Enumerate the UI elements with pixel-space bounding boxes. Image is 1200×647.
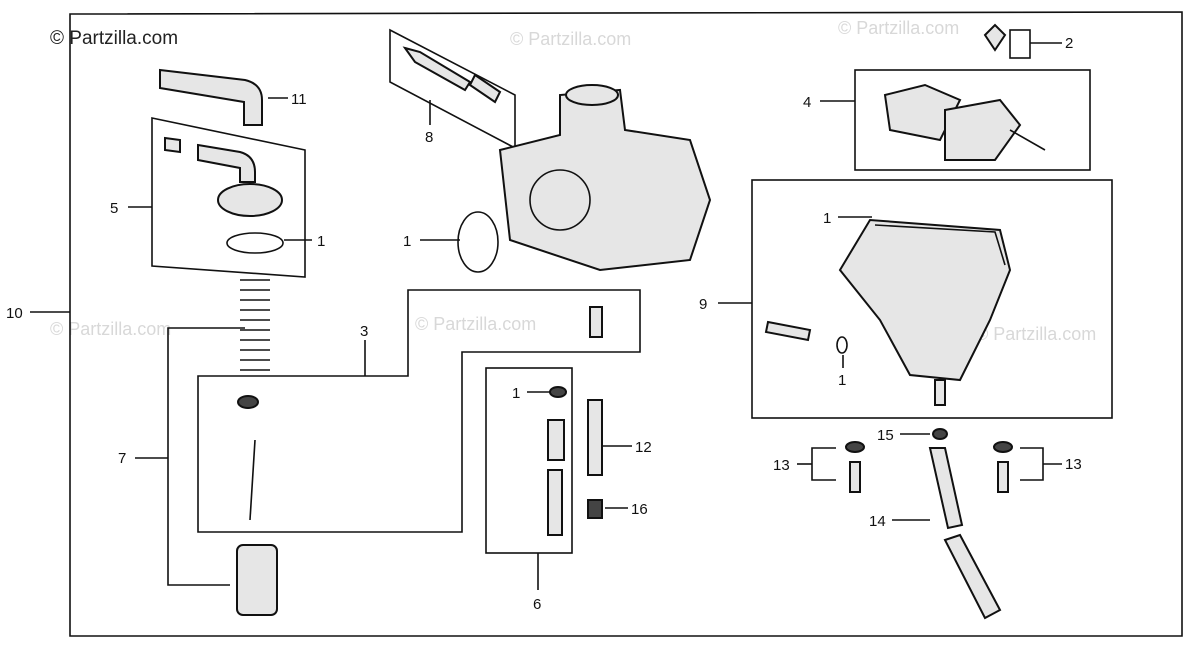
callout-13: 13 [773, 457, 790, 474]
watermark: © Partzilla.com [838, 18, 959, 38]
group-bracket-13-left [811, 447, 836, 481]
callout-16: 16 [631, 501, 648, 518]
group-box-6 [485, 367, 573, 554]
watermark-main: © Partzilla.com [50, 28, 178, 49]
callout-1: 1 [317, 233, 325, 250]
part-14-hose-lower [943, 533, 1002, 620]
part-4-float-right [944, 98, 1022, 161]
part-1-chamber-oring [836, 336, 848, 354]
group-bracket-7 [167, 327, 245, 586]
part-13-washer [993, 441, 1013, 453]
callout-5: 5 [110, 200, 118, 217]
carb-intake [565, 84, 619, 106]
callout-6: 6 [533, 596, 541, 613]
part-drain-tube [934, 379, 946, 406]
callout-3: 3 [360, 323, 368, 340]
part-13-screw [849, 461, 861, 493]
part-1-oring [226, 232, 284, 254]
part-1-small-oring [549, 386, 567, 398]
watermark: © Partzilla.com [50, 319, 171, 339]
callout-9: 9 [699, 296, 707, 313]
group-bracket-13-right [1020, 447, 1044, 481]
part-1-gasket [457, 211, 499, 273]
group-box-4 [854, 69, 1091, 171]
assembly-frame [69, 11, 1183, 637]
callout-4: 4 [803, 94, 811, 111]
part-spring-jet [547, 419, 565, 461]
part-needle [249, 439, 256, 521]
carb-flange [529, 169, 591, 231]
part-5-cap [217, 183, 283, 217]
watermark: © Partzilla.com [415, 314, 536, 334]
group-box-3 [197, 289, 641, 533]
carburetor-body [498, 88, 712, 272]
part-5-fitting [164, 136, 256, 183]
callout-12: 12 [635, 439, 652, 456]
part-clip [237, 395, 259, 409]
part-14-hose-upper [928, 447, 964, 530]
part-12-needle-jet [587, 399, 603, 476]
part-9-float-chamber [838, 218, 1012, 382]
group-box-5 [151, 117, 306, 278]
part-2-pin [983, 23, 1007, 52]
callout-14: 14 [869, 513, 886, 530]
callout-1: 1 [512, 385, 520, 402]
callout-7: 7 [118, 450, 126, 467]
watermark: © Partzilla.com [510, 29, 631, 49]
part-16-jet [587, 499, 603, 519]
part-jet [589, 306, 603, 338]
group-box-9 [751, 179, 1113, 419]
callout-11: 11 [291, 91, 307, 108]
group-box-2 [1009, 29, 1031, 59]
part-13-screw [997, 461, 1009, 493]
part-pilot-screw [547, 469, 563, 536]
callout-8: 8 [425, 129, 433, 146]
callout-1: 1 [823, 210, 831, 227]
part-spring [240, 279, 270, 371]
part-drain-screw [764, 320, 812, 342]
callout-1: 1 [403, 233, 411, 250]
watermark: © Partzilla.com [975, 324, 1096, 344]
part-8-screw [402, 46, 502, 104]
part-4-float-pin [1009, 129, 1046, 151]
part-7-slide [236, 544, 278, 616]
callout-10: 10 [6, 305, 23, 322]
callout-1: 1 [838, 372, 846, 389]
part-1-chamber-gasket [874, 224, 1006, 266]
part-13-washer [845, 441, 865, 453]
part-11-tube [159, 68, 263, 126]
callout-13: 13 [1065, 456, 1082, 473]
callout-2: 2 [1065, 35, 1073, 52]
callout-15: 15 [877, 427, 894, 444]
part-15-clip [932, 428, 948, 440]
